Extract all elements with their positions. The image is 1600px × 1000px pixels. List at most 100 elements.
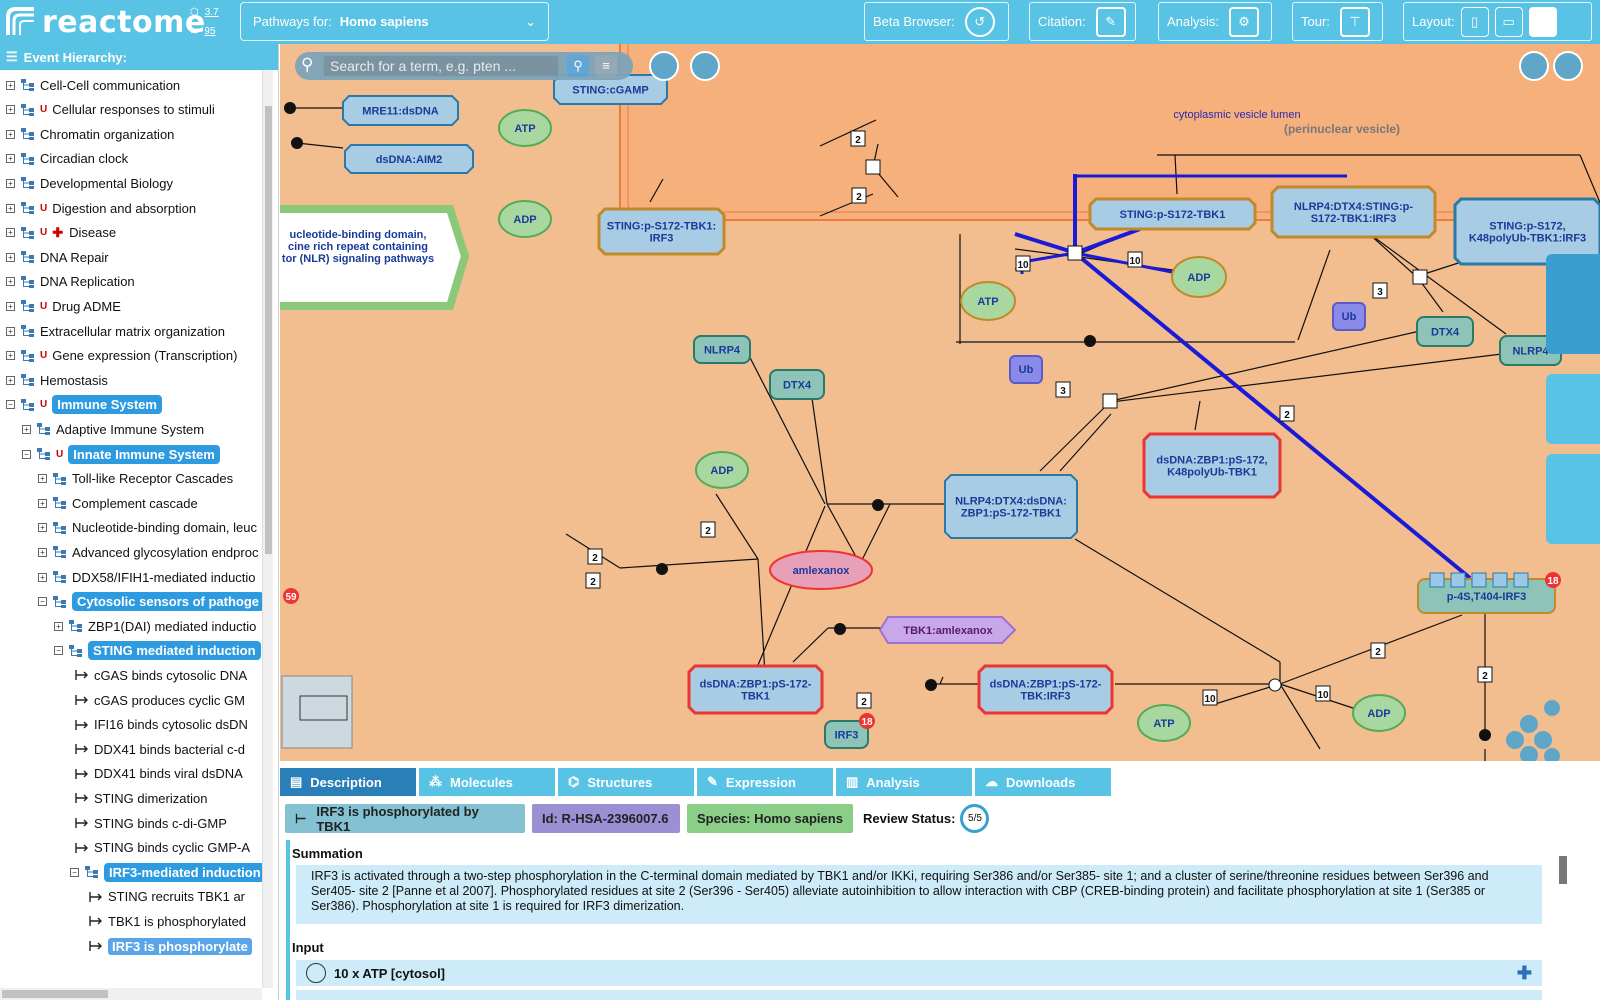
compass-icon[interactable]: [1553, 51, 1583, 81]
expand-icon[interactable]: +: [38, 547, 47, 557]
diagram-overview[interactable]: [281, 675, 353, 749]
collapse-icon[interactable]: −: [70, 867, 79, 877]
node-nlrp4-zbp1[interactable]: [944, 474, 1078, 539]
species-selector[interactable]: Pathways for: Homo sapiens ⌄: [240, 2, 549, 41]
reaction-edge[interactable]: [939, 676, 944, 685]
pan-up-icon[interactable]: [1520, 715, 1538, 733]
overview-viewport[interactable]: [299, 695, 348, 721]
stoichiometry-box[interactable]: [851, 187, 867, 204]
zoom-out-icon[interactable]: [1544, 748, 1560, 761]
expand-icon[interactable]: +: [6, 326, 15, 336]
citation-button[interactable]: Citation: ✎: [1029, 2, 1136, 41]
tree-item[interactable]: +Cell-Cell communication: [6, 74, 180, 96]
layout-left-icon[interactable]: ▯: [1460, 6, 1489, 37]
expand-icon[interactable]: +: [6, 252, 15, 262]
download-icon[interactable]: [1519, 51, 1549, 81]
beta-browser-button[interactable]: Beta Browser: ↺: [864, 2, 1009, 41]
layout-bottom-icon[interactable]: ▭: [1494, 6, 1523, 37]
phospho-site[interactable]: [1492, 572, 1508, 588]
reaction-node[interactable]: [1412, 269, 1428, 285]
node-nlr-pathway[interactable]: [280, 205, 470, 310]
tab-structures[interactable]: ⌬Structures: [558, 768, 694, 796]
tree-item[interactable]: +Nucleotide-binding domain, leuc: [38, 517, 257, 539]
reaction-edge[interactable]: [296, 142, 344, 149]
tree-item[interactable]: +Toll-like Receptor Cascades: [38, 468, 233, 490]
node-tbk1-amlexanox[interactable]: [878, 616, 1017, 644]
expand-icon[interactable]: +: [6, 129, 15, 139]
collapse-icon[interactable]: −: [38, 597, 47, 607]
badge[interactable]: [859, 713, 875, 729]
pan-down-icon[interactable]: [1520, 746, 1538, 761]
search-options-icon[interactable]: ≡: [595, 55, 617, 77]
stoichiometry-box[interactable]: [1370, 642, 1386, 659]
tree-item[interactable]: DDX41 binds bacterial c-d: [70, 738, 245, 760]
pan-right-icon[interactable]: [1534, 731, 1552, 749]
reaction-edge[interactable]: [1366, 231, 1419, 279]
node-dtx4[interactable]: [769, 369, 825, 400]
stoichiometry-box[interactable]: [1315, 685, 1331, 702]
stoichiometry-box[interactable]: [850, 130, 866, 147]
reaction-edge[interactable]: [809, 383, 828, 505]
expand-icon[interactable]: +: [54, 621, 63, 631]
stoichiometry-box[interactable]: [1055, 381, 1071, 398]
reaction-edge[interactable]: [749, 505, 826, 685]
tree-item[interactable]: +Complement cascade: [38, 492, 198, 514]
fit-diagram-icon[interactable]: [649, 51, 679, 81]
input-row[interactable]: 10 x ATP [cytosol] ✚: [296, 960, 1542, 986]
side-tab-settings[interactable]: [1546, 254, 1600, 354]
tree-item[interactable]: +Circadian clock: [6, 148, 128, 170]
node-zbp1-k48tbk1[interactable]: [1142, 432, 1282, 499]
reaction-node[interactable]: [1067, 245, 1083, 261]
stoichiometry-box[interactable]: [587, 548, 603, 565]
tab-downloads[interactable]: ☁Downloads: [975, 768, 1111, 796]
expand-plus-icon[interactable]: ✚: [1516, 962, 1532, 983]
expand-icon[interactable]: +: [38, 474, 47, 484]
expand-icon[interactable]: +: [6, 154, 15, 164]
tree-item[interactable]: +DNA Replication: [6, 271, 135, 293]
node-adp[interactable]: [1352, 694, 1406, 732]
tree-item[interactable]: +DDX58/IFIH1-mediated inductio: [38, 566, 256, 588]
expand-icon[interactable]: +: [38, 498, 47, 508]
tree-item[interactable]: STING recruits TBK1 ar: [84, 886, 245, 908]
node-nlrp4-complex[interactable]: [1270, 185, 1437, 239]
tree-item[interactable]: IFI16 binds cytosolic dsDN: [70, 714, 248, 736]
expand-icon[interactable]: +: [38, 523, 47, 533]
node-dsdna-aim2[interactable]: [344, 144, 474, 174]
tab-description[interactable]: ▤Description: [280, 768, 416, 796]
reaction-edge[interactable]: [1110, 352, 1511, 403]
reaction-edge[interactable]: [1297, 249, 1331, 341]
tree-item[interactable]: STING binds c-di-GMP: [70, 812, 227, 834]
compartment-membrane[interactable]: [619, 44, 1600, 221]
node-zbp1-tbk1[interactable]: [687, 664, 824, 715]
tree-item[interactable]: +Advanced glycosylation endproc: [38, 541, 258, 563]
node-ub[interactable]: [1332, 302, 1366, 331]
expand-icon[interactable]: +: [6, 178, 15, 188]
search-input[interactable]: [323, 55, 559, 77]
node-sting-tbk1[interactable]: [1088, 197, 1257, 231]
reaction-edge[interactable]: [1059, 413, 1112, 472]
reaction-edge[interactable]: [1074, 538, 1281, 663]
phospho-site[interactable]: [1513, 572, 1529, 588]
node-amlexanox[interactable]: [769, 550, 873, 590]
highlighted-edge[interactable]: [1074, 251, 1178, 275]
reaction-dot[interactable]: [284, 102, 296, 114]
expand-icon[interactable]: +: [6, 203, 15, 213]
pan-left-icon[interactable]: [1506, 731, 1524, 749]
expand-icon[interactable]: +: [6, 105, 15, 115]
reaction-dot[interactable]: [872, 499, 884, 511]
node-atp[interactable]: [498, 109, 552, 147]
reaction-node[interactable]: [1102, 393, 1118, 409]
node-zbp1-irf3[interactable]: [977, 664, 1114, 715]
reaction-dot[interactable]: [834, 623, 846, 635]
reaction-edge[interactable]: [792, 627, 829, 663]
phospho-site[interactable]: [1450, 572, 1466, 588]
reaction-edge[interactable]: [1579, 154, 1600, 334]
expand-icon[interactable]: +: [6, 80, 15, 90]
stoichiometry-box[interactable]: [1372, 282, 1388, 299]
reaction-edge[interactable]: [826, 503, 861, 565]
tree-item[interactable]: STING binds cyclic GMP-A: [70, 837, 250, 859]
expand-icon[interactable]: +: [6, 228, 15, 238]
